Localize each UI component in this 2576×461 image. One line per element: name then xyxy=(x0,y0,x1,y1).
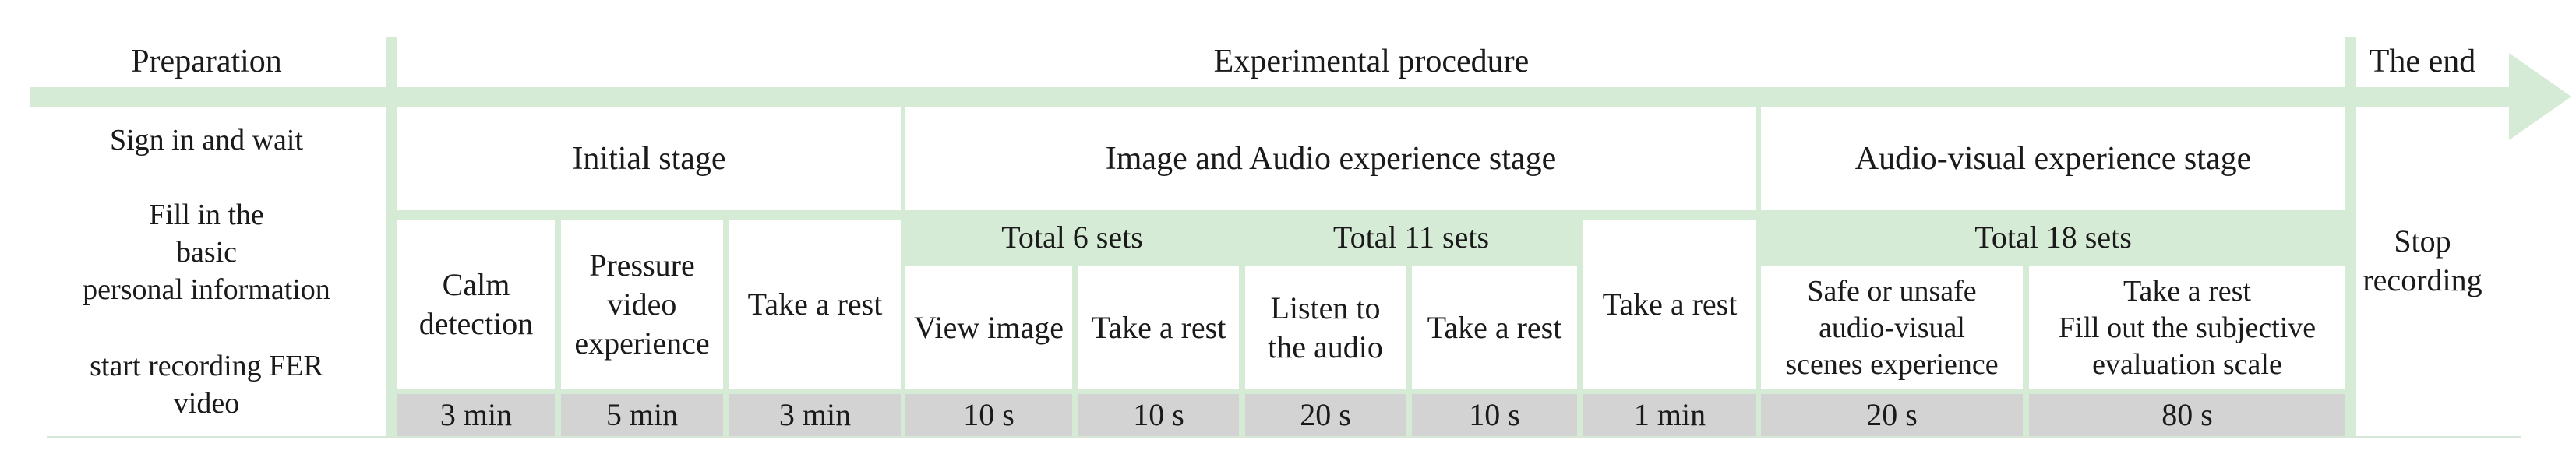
duration-rest-evaluation: 80 s xyxy=(2029,394,2345,436)
step-take-rest-4: Take a rest xyxy=(1583,220,1756,389)
duration-listen-audio: 20 s xyxy=(1245,394,1406,436)
separator-preparation xyxy=(386,37,397,436)
duration-pressure-video: 5 min xyxy=(561,394,723,436)
header-preparation: Preparation xyxy=(131,44,282,79)
step-calm-detection: Calm detection xyxy=(397,220,555,389)
duration-safe-unsafe: 20 s xyxy=(1761,394,2023,436)
duration-take-rest-4: 1 min xyxy=(1583,394,1756,436)
procedure-grid: Initial stage Image and Audio experience… xyxy=(397,107,2345,436)
step-safe-unsafe-experience: Safe or unsafe audio-visual scenes exper… xyxy=(1761,266,2023,389)
stage-image-audio: Image and Audio experience stage xyxy=(905,107,1756,210)
step-take-rest-2: Take a rest xyxy=(1078,266,1239,389)
header-experimental-procedure: Experimental procedure xyxy=(1213,44,1530,79)
separator-end xyxy=(2345,37,2356,436)
timeline-arrow-head-icon xyxy=(2509,53,2571,140)
set-group-6: Total 6 sets xyxy=(1001,220,1143,255)
duration-calm-detection: 3 min xyxy=(397,394,555,436)
prep-personal-info: Fill in the basic personal information xyxy=(83,199,330,306)
step-take-rest-3: Take a rest xyxy=(1412,266,1577,389)
set-group-11: Total 11 sets xyxy=(1332,220,1490,255)
stage-audio-visual: Audio-visual experience stage xyxy=(1761,107,2345,210)
duration-take-rest-3: 10 s xyxy=(1412,394,1577,436)
end-stop-recording: Stop recording xyxy=(2363,223,2482,297)
timeline-arrow-shaft xyxy=(30,87,2521,107)
step-view-image: View image xyxy=(905,266,1072,389)
set-group-18: Total 18 sets xyxy=(1974,220,2132,255)
step-listen-audio: Listen to the audio xyxy=(1245,266,1406,389)
duration-take-rest-2: 10 s xyxy=(1078,394,1239,436)
bottom-rule xyxy=(47,436,2521,438)
duration-view-image: 10 s xyxy=(905,394,1072,436)
prep-start-recording: start recording FER video xyxy=(90,350,323,420)
duration-take-rest-1: 3 min xyxy=(729,394,901,436)
step-pressure-video: Pressure video experience xyxy=(561,220,723,389)
step-rest-evaluation: Take a rest Fill out the subjective eval… xyxy=(2029,266,2345,389)
stage-initial: Initial stage xyxy=(397,107,901,210)
step-take-rest-1: Take a rest xyxy=(729,220,901,389)
prep-sign-in: Sign in and wait xyxy=(109,124,304,157)
header-the-end: The end xyxy=(2369,44,2476,79)
